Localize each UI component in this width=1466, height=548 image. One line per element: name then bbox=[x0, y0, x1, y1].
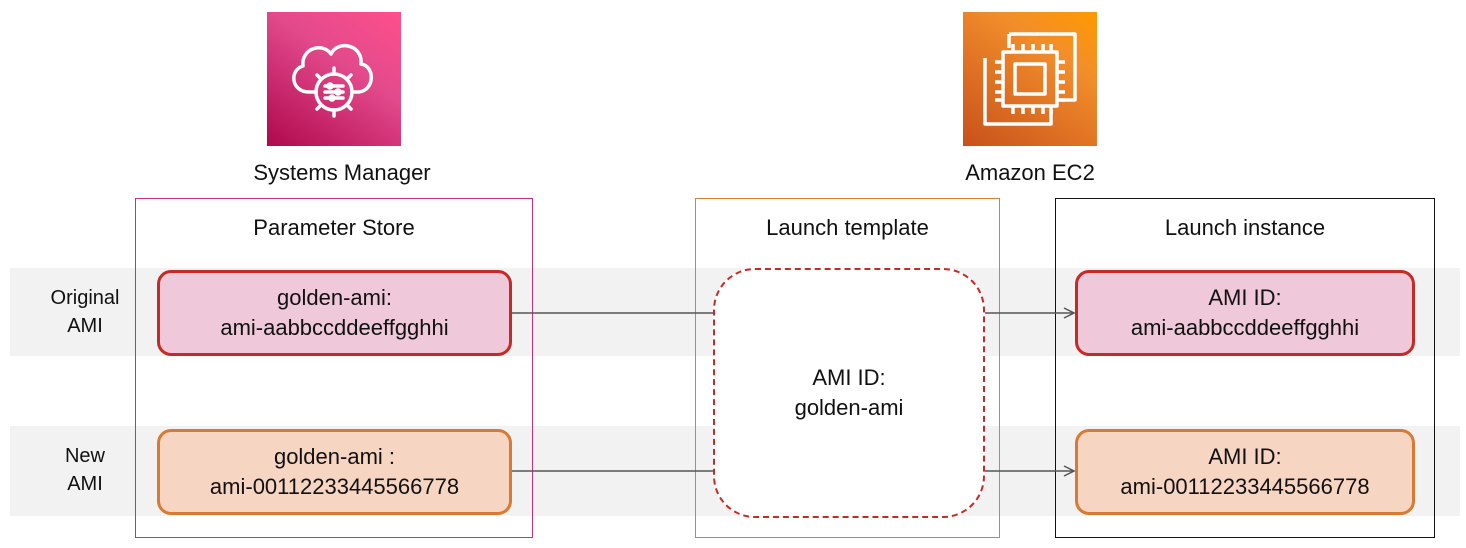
launch-template-title: Launch template bbox=[766, 215, 929, 240]
parameter-original-ami: golden-ami: ami-aabbccddeeffgghhi bbox=[157, 270, 512, 356]
launch-template-group: Launch template bbox=[695, 198, 1000, 538]
instance-field-label: AMI ID: bbox=[1208, 444, 1282, 469]
instance-field-value: ami-00112233445566778 bbox=[1120, 474, 1370, 499]
ec2-instance-icon bbox=[963, 12, 1097, 146]
parameter-new-ami: golden-ami : ami-00112233445566778 bbox=[157, 429, 512, 515]
parameter-store-title: Parameter Store bbox=[253, 215, 415, 240]
amazon-ec2-label: Amazon EC2 bbox=[965, 160, 1095, 185]
template-field-label: AMI ID: bbox=[812, 365, 886, 390]
template-field-value: golden-ami bbox=[794, 395, 904, 420]
systems-manager-glyph bbox=[292, 43, 373, 118]
systems-manager-label: Systems Manager bbox=[253, 160, 431, 185]
row-label-original-ami: Original AMI bbox=[50, 287, 120, 337]
instance-field-value: ami-aabbccddeeffgghhi bbox=[1130, 315, 1360, 340]
row-label-new-ami: New AMI bbox=[64, 445, 105, 495]
parameter-store-group: Parameter Store bbox=[135, 198, 533, 538]
instance-original-ami: AMI ID: ami-aabbccddeeffgghhi bbox=[1075, 270, 1415, 356]
systems-manager-icon bbox=[267, 12, 401, 146]
parameter-name: golden-ami: bbox=[277, 285, 392, 310]
instance-new-ami: AMI ID: ami-00112233445566778 bbox=[1075, 429, 1415, 515]
launch-instance-group: Launch instance bbox=[1055, 198, 1435, 538]
instance-field-label: AMI ID: bbox=[1208, 285, 1282, 310]
parameter-value: ami-aabbccddeeffgghhi bbox=[220, 315, 449, 340]
launch-instance-title: Launch instance bbox=[1164, 215, 1326, 240]
parameter-name: golden-ami : bbox=[273, 444, 396, 469]
launch-template-ami-reference: AMI ID: golden-ami bbox=[713, 268, 985, 518]
parameter-value: ami-00112233445566778 bbox=[209, 474, 460, 499]
ec2-chip-glyph bbox=[983, 32, 1077, 126]
